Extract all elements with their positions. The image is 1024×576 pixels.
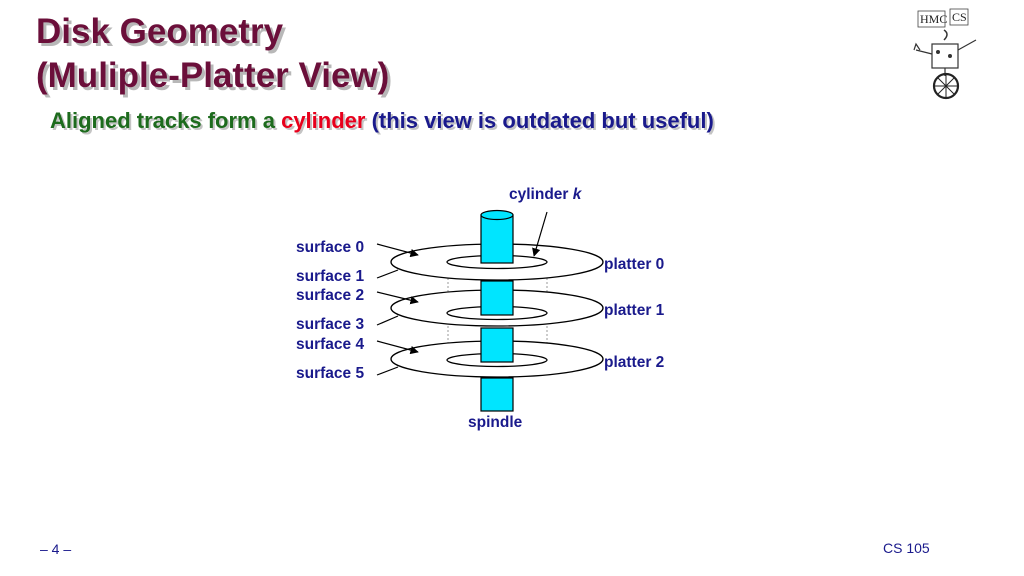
cylinder-label: cylinder k xyxy=(509,186,583,203)
surface-pointers xyxy=(376,243,419,376)
subtitle-prefix: Aligned tracks form a xyxy=(50,108,275,133)
title-line-1: Disk Geometry xyxy=(36,12,284,51)
surface-label-1: surface 1 xyxy=(296,268,364,285)
platter-label-1: platter 1 xyxy=(604,302,665,319)
slide-title: Disk Geometry (Muliple-Platter View) xyxy=(36,10,389,98)
page-number: – 4 – xyxy=(40,541,72,557)
surface-label-0: surface 0 xyxy=(296,239,364,256)
spindle-label: spindle xyxy=(468,414,523,431)
hmc-cs-logo: HMC CS xyxy=(913,8,977,100)
subtitle-suffix: (this view is outdated but useful) xyxy=(371,108,714,133)
title-line-2: (Muliple-Platter View) xyxy=(36,56,390,95)
spindle-shape xyxy=(480,209,514,412)
platter-label-0: platter 0 xyxy=(604,256,664,273)
subtitle-highlight: cylinder xyxy=(281,108,366,133)
surface-label-5: surface 5 xyxy=(296,365,364,382)
subtitle: Aligned tracks form a cylinder (this vie… xyxy=(50,108,714,134)
platter-label-2: platter 2 xyxy=(604,354,664,371)
surface-label-3: surface 3 xyxy=(296,316,364,333)
cylinder-arrow xyxy=(532,211,548,257)
course-label: CS 105 xyxy=(883,540,930,556)
surface-label-2: surface 2 xyxy=(296,287,364,304)
surface-label-4: surface 4 xyxy=(296,336,364,353)
logo-text-cs: CS xyxy=(952,10,967,24)
logo-text-hmc: HMC xyxy=(920,12,947,26)
